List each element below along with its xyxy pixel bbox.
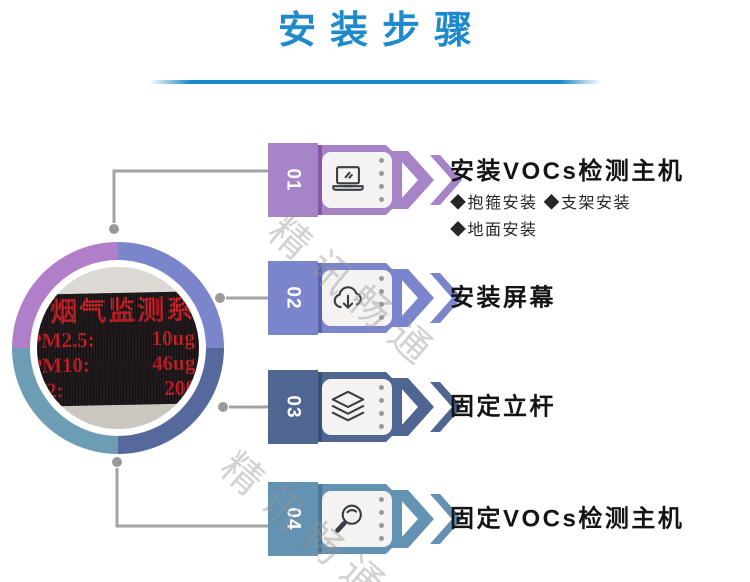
device-frame-bottom [37, 403, 199, 429]
chevron-arrows-icon [392, 378, 462, 436]
led-panel: 烟气监测系 PM2.5: 10ug PM10: 46ug O2: 200 [37, 291, 199, 407]
led-display-photo: 烟气监测系 PM2.5: 10ug PM10: 46ug O2: 200 [37, 267, 199, 429]
step-icon-panel [322, 152, 392, 208]
chevron-arrows-icon [392, 490, 462, 548]
dots-separator [379, 493, 384, 545]
led-row-label: PM10: [37, 352, 91, 378]
led-row-label: O2: [37, 378, 64, 403]
step-heading: 固定VOCs检测主机 [450, 505, 685, 533]
step-heading: 安装VOCs检测主机 [450, 158, 685, 185]
laptop-icon [329, 161, 367, 199]
step-02: 02 安装屏幕 [268, 261, 750, 335]
step-subitem: ◆抱箍安装 ◆支架安装 [450, 195, 631, 212]
chevron-arrows-icon [392, 269, 462, 327]
led-row: PM10: 46ug [37, 350, 196, 378]
step-subitem: ◆地面安装 [450, 222, 538, 239]
led-row: O2: 200 [37, 375, 196, 403]
step-icon-panel [322, 491, 392, 547]
dots-separator [379, 272, 384, 324]
step-heading: 固定立杆 [450, 393, 556, 421]
chevron-arrows-icon [392, 151, 462, 209]
step-03: 03 固定立杆 [268, 370, 750, 444]
step-heading: 安装屏幕 [450, 284, 556, 312]
layers-icon [329, 388, 367, 426]
magnifier-icon [329, 500, 367, 538]
step-number: 03 [282, 395, 304, 419]
title-underline [149, 80, 601, 84]
page-title: 安装步骤 [277, 10, 486, 52]
step-number-block: 02 [268, 261, 322, 335]
step-icon-panel [322, 270, 392, 326]
led-row-value: 200 [164, 375, 197, 401]
led-row-value: 10ug [151, 325, 196, 351]
step-number: 04 [282, 507, 304, 531]
step-number-block: 01 [268, 143, 322, 217]
device-frame-top [37, 267, 199, 295]
step-number-block: 04 [268, 482, 322, 556]
monitor-photo-circle: 烟气监测系 PM2.5: 10ug PM10: 46ug O2: 200 [12, 242, 224, 454]
dots-separator [379, 154, 384, 206]
step-04: 04 固定VOCs检测主机 [268, 482, 750, 556]
led-title: 烟气监测系 [49, 294, 196, 328]
led-row: PM2.5: 10ug [37, 325, 195, 353]
dots-separator [379, 381, 384, 433]
step-icon-panel [322, 379, 392, 435]
led-row-value: 46ug [151, 350, 196, 376]
step-number-block: 03 [268, 370, 322, 444]
step-01: 01 安装VOCs检测主机 ◆抱箍安装 ◆支架安装 ◆地面安装 [268, 143, 750, 239]
step-number: 02 [282, 286, 304, 310]
step-number: 01 [282, 168, 304, 192]
led-row-label: PM2.5: [37, 327, 95, 353]
cloud-download-icon [329, 279, 367, 317]
